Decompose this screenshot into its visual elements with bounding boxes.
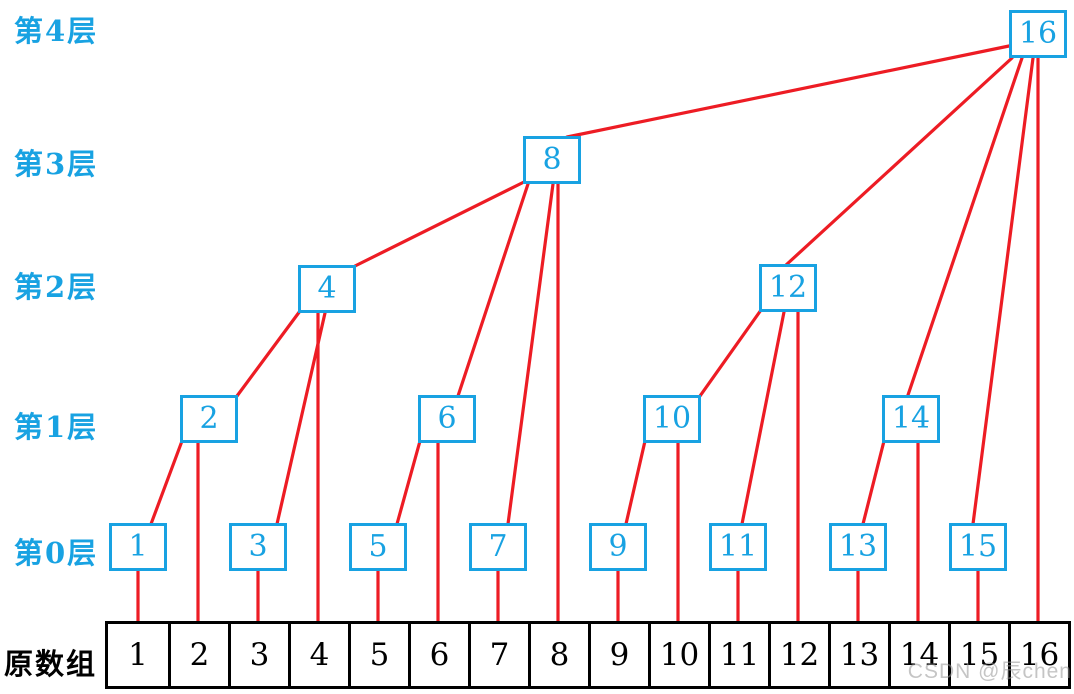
array-cell-12: 12: [768, 624, 828, 686]
edge-12-to-10: [698, 308, 763, 398]
array-cell-8: 8: [528, 624, 588, 686]
array-cell-6: 6: [408, 624, 468, 686]
edge-16-to-12: [784, 56, 1014, 267]
array-cell-7: 7: [468, 624, 528, 686]
edge-12-to-11: [740, 310, 786, 526]
tree-node-11: 11: [709, 523, 767, 571]
layer-label-4: 第0层: [14, 536, 99, 570]
layer-label-1: 第3层: [14, 147, 99, 181]
array-cell-14: 14: [888, 624, 948, 686]
tree-node-6: 6: [418, 395, 476, 443]
tree-node-15: 15: [949, 523, 1007, 571]
layer-label-2: 第2层: [14, 270, 99, 304]
tree-node-7: 7: [469, 523, 527, 571]
tree-node-12: 12: [759, 264, 817, 312]
array-cell-4: 4: [288, 624, 348, 686]
edge-16-to-14: [906, 56, 1024, 397]
array-cell-2: 2: [168, 624, 228, 686]
edge-8-to-6: [456, 182, 530, 398]
tree-node-4: 4: [298, 265, 356, 313]
tree-node-13: 13: [829, 523, 887, 571]
array-cell-11: 11: [708, 624, 768, 686]
edge-4-to-2: [235, 309, 302, 398]
array-cell-3: 3: [228, 624, 288, 686]
array-cell-16: 16: [1008, 624, 1068, 686]
layer-label-3: 第1层: [14, 410, 99, 444]
edge-2-to-1: [149, 439, 184, 526]
tree-node-2: 2: [180, 395, 238, 443]
edge-8-to-7: [506, 182, 555, 526]
tree-node-14: 14: [882, 395, 940, 443]
edge-14-to-13: [861, 439, 886, 526]
array-cell-9: 9: [588, 624, 648, 686]
watermark-text: CSDN @辰chen: [907, 660, 1072, 683]
tree-node-3: 3: [229, 523, 287, 571]
edge-6-to-5: [395, 439, 422, 526]
tree-node-8: 8: [523, 136, 581, 184]
tree-node-9: 9: [589, 523, 647, 571]
array-cell-10: 10: [648, 624, 708, 686]
layer-label-5: 原数组: [4, 647, 98, 681]
array-cell-1: 1: [128, 637, 148, 673]
edge-16-to-8: [565, 44, 1011, 139]
edge-16-to-15: [971, 56, 1035, 526]
array-cell-5: 5: [348, 624, 408, 686]
edge-8-to-4: [353, 180, 526, 268]
tree-node-10: 10: [643, 395, 701, 443]
layer-label-0: 第4层: [14, 14, 99, 48]
tree-node-5: 5: [349, 523, 407, 571]
array-cell-15: 15: [948, 624, 1008, 686]
edge-10-to-9: [624, 439, 647, 526]
array-cell-13: 13: [828, 624, 888, 686]
tree-node-1: 1: [109, 523, 167, 571]
tree-node-16: 16: [1009, 10, 1067, 58]
